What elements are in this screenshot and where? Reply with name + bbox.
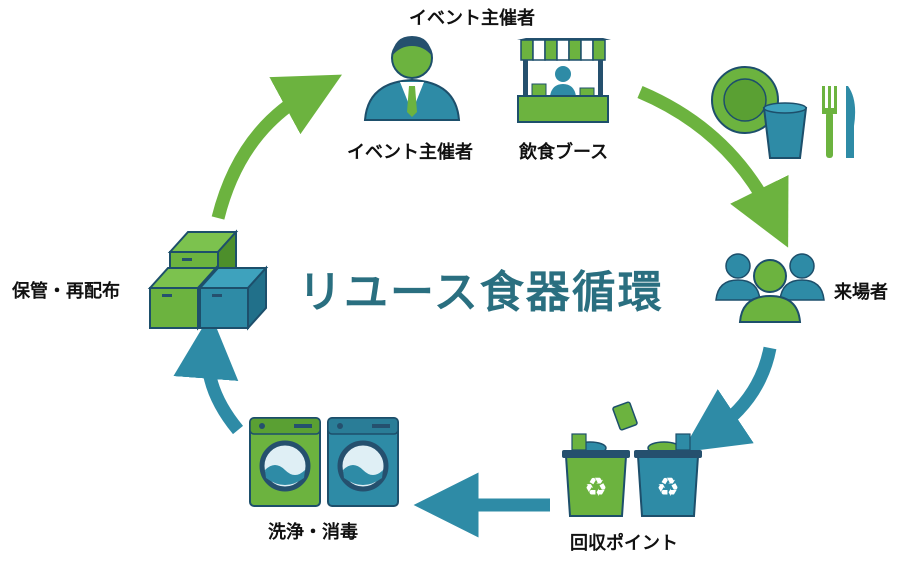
tableware-icon: [711, 66, 856, 159]
visitors-label: 来場者: [834, 282, 888, 303]
arrow-washing-to-storage: [173, 313, 244, 435]
svg-text:♻: ♻: [584, 473, 607, 503]
top-header-label: イベント主催者: [409, 8, 535, 29]
arrow-storage-to-organizer: [211, 74, 342, 220]
svg-text:♻: ♻: [656, 473, 679, 503]
food-stall-icon: [517, 38, 611, 123]
stacked-boxes-icon: [147, 229, 269, 331]
storage-label: 保管・再配布: [12, 281, 120, 302]
organizer-label: イベント主催者: [347, 142, 473, 163]
food-booth-label: 飲食ブース: [519, 142, 609, 163]
recycle-bins-icon: ♻ ♻: [562, 401, 702, 517]
people-group-icon: [715, 253, 825, 323]
arrow-visitors-to-collection: [681, 346, 777, 453]
arrow-booth-to-visitors: [637, 86, 789, 248]
diagram-title: リユース食器循環: [298, 267, 664, 318]
washing-label: 洗浄・消毒: [268, 522, 358, 543]
businessman-icon: [363, 36, 461, 121]
collection-point-label: 回収ポイント: [570, 533, 678, 554]
washing-machines-icon: [249, 417, 399, 507]
